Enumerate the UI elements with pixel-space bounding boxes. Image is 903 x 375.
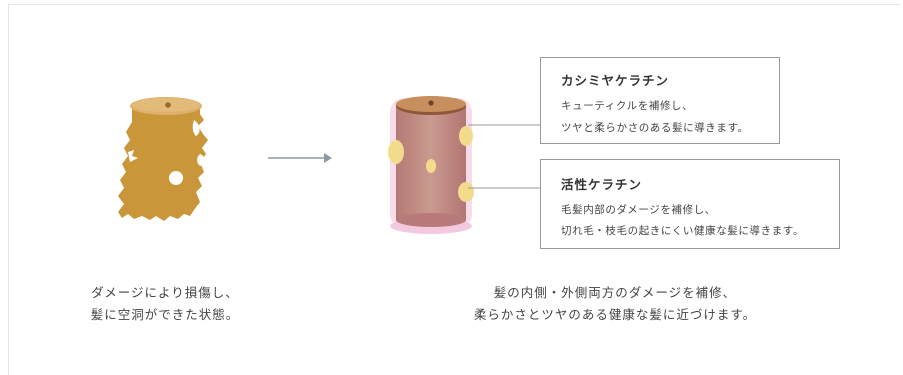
caption-line: ダメージにより損傷し、	[91, 285, 239, 300]
caption-line: 髪の内側・外側両方のダメージを補修、	[493, 285, 737, 300]
repaired-hair-strand-icon	[388, 96, 474, 234]
callout-title: 活性ケラチン	[561, 177, 643, 192]
callout-connectors	[468, 124, 540, 189]
damaged-hair-strand-icon	[118, 97, 208, 221]
callout-text: 毛髪内部のダメージを補修し、	[561, 204, 716, 216]
damaged-caption: ダメージにより損傷し、 髪に空洞ができた状態。	[70, 282, 260, 326]
callout-active-keratin: 活性ケラチン 毛髪内部のダメージを補修し、 切れ毛・枝毛の起きにくい健康な髪に導…	[540, 159, 840, 249]
caption-line: 柔らかさとツヤのある健康な髪に近づけます。	[473, 307, 757, 322]
content-frame	[8, 4, 901, 375]
callout-text: 切れ毛・枝毛の起きにくい健康な髪に導きます。	[561, 225, 804, 237]
callout-text: キューティクルを補修し、	[561, 100, 694, 112]
callout-cashmere-keratin: カシミヤケラチン キューティクルを補修し、 ツヤと柔らかさのある髪に導きます。	[540, 57, 780, 144]
right-arrow-icon	[268, 153, 332, 163]
repaired-caption: 髪の内側・外側両方のダメージを補修、 柔らかさとツヤのある健康な髪に近づけます。	[440, 282, 790, 326]
callout-text: ツヤと柔らかさのある髪に導きます。	[561, 122, 749, 134]
callout-title: カシミヤケラチン	[561, 73, 670, 88]
caption-line: 髪に空洞ができた状態。	[90, 307, 240, 322]
